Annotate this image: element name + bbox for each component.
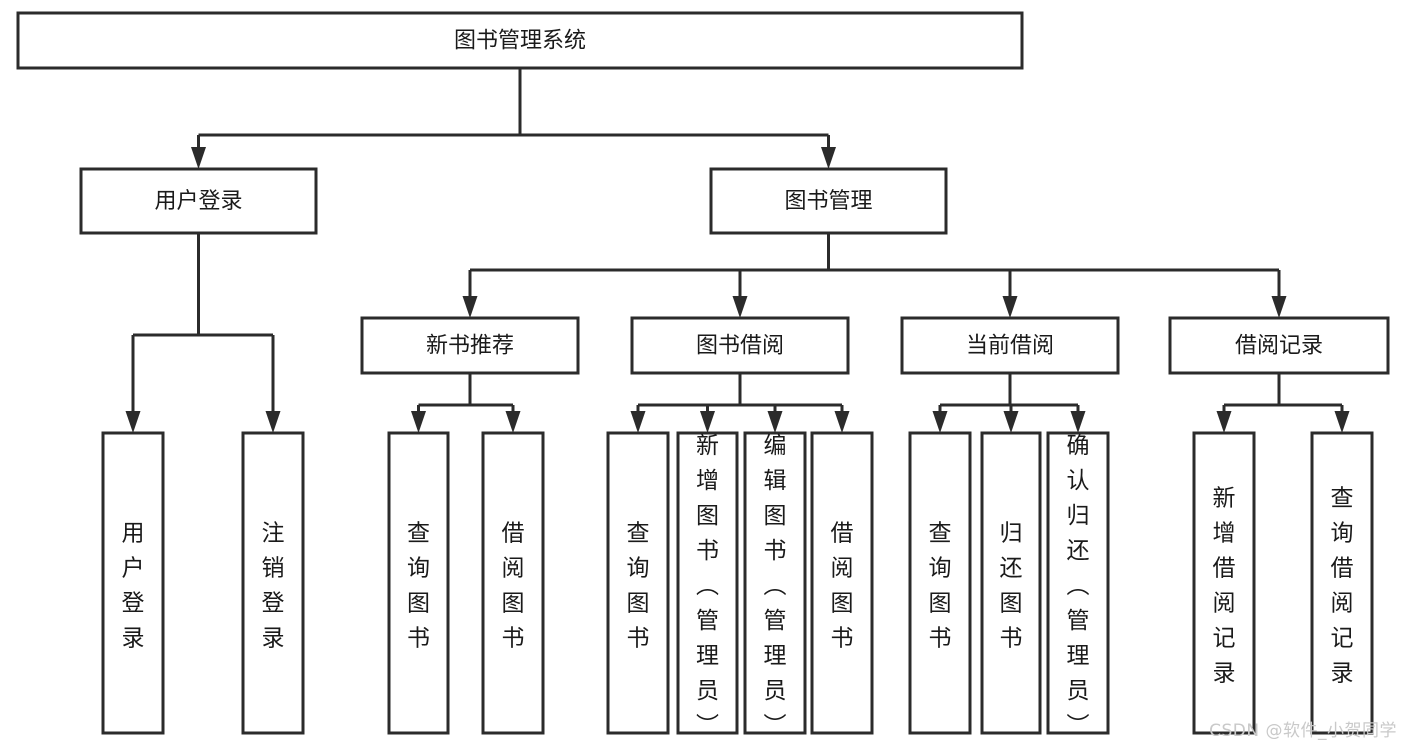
node-l2-login[interactable]: 用户登录 bbox=[79, 167, 318, 235]
node-l3-record[interactable]: 借阅记录 bbox=[1168, 316, 1390, 375]
node-label: 用户登录 bbox=[154, 189, 242, 214]
node-label: 图书借阅 bbox=[696, 334, 784, 359]
connector-group-l2-login bbox=[125, 233, 281, 433]
node-label: 图书管理系统 bbox=[454, 29, 586, 54]
node-l4-borrow-new[interactable]: 借阅图书 bbox=[481, 431, 545, 735]
node-label: 查询图书 bbox=[627, 520, 650, 651]
node-label: 当前借阅 bbox=[966, 334, 1054, 359]
node-box[interactable] bbox=[900, 316, 1120, 375]
node-label: 用户登录 bbox=[122, 520, 145, 651]
node-box[interactable] bbox=[1046, 431, 1110, 735]
arrow-head-icon bbox=[767, 411, 783, 433]
node-box[interactable] bbox=[908, 431, 972, 735]
arrow-head-icon bbox=[191, 147, 206, 169]
connector-group-l2-bookmgmt bbox=[462, 233, 1287, 318]
arrow-head-icon bbox=[125, 411, 141, 433]
node-label: 查询借阅记录 bbox=[1331, 485, 1354, 686]
arrow-head-icon bbox=[821, 147, 836, 169]
node-label: 新书推荐 bbox=[426, 334, 514, 359]
node-l4-confirm-c[interactable]: 确认归还︵管理员︶ bbox=[1046, 431, 1110, 739]
node-l4-query-c[interactable]: 查询图书 bbox=[908, 431, 972, 735]
node-box[interactable] bbox=[810, 431, 874, 735]
node-box[interactable] bbox=[360, 316, 580, 375]
connector-group-l3-borrow bbox=[630, 373, 850, 433]
node-l3-newbook[interactable]: 新书推荐 bbox=[360, 316, 580, 375]
node-box[interactable] bbox=[709, 167, 948, 235]
arrow-head-icon bbox=[932, 411, 948, 433]
node-box[interactable] bbox=[743, 431, 807, 735]
node-l4-query-b[interactable]: 查询图书 bbox=[606, 431, 670, 735]
node-l4-add-rec[interactable]: 新增借阅记录 bbox=[1192, 431, 1256, 735]
node-label: 查询图书 bbox=[929, 520, 952, 651]
node-box[interactable] bbox=[606, 431, 670, 735]
node-l3-borrow[interactable]: 图书借阅 bbox=[630, 316, 850, 375]
node-root[interactable]: 图书管理系统 bbox=[16, 11, 1024, 70]
connector-group-root bbox=[191, 68, 836, 169]
node-box[interactable] bbox=[1168, 316, 1390, 375]
arrow-head-icon bbox=[1070, 411, 1086, 433]
node-box[interactable] bbox=[101, 431, 165, 735]
arrow-head-icon bbox=[1271, 296, 1287, 318]
node-box[interactable] bbox=[980, 431, 1042, 735]
node-l3-current[interactable]: 当前借阅 bbox=[900, 316, 1120, 375]
node-label: 确认归还︵管理员︶ bbox=[1067, 433, 1090, 739]
node-box[interactable] bbox=[676, 431, 739, 735]
node-box[interactable] bbox=[241, 431, 305, 735]
arrow-head-icon bbox=[265, 411, 281, 433]
node-label: 编辑图书︵管理员︶ bbox=[764, 433, 787, 739]
arrow-head-icon bbox=[700, 411, 715, 433]
node-label: 归还图书 bbox=[1000, 520, 1023, 651]
node-l4-borrow-b[interactable]: 借阅图书 bbox=[810, 431, 874, 735]
node-l4-query-new[interactable]: 查询图书 bbox=[387, 431, 450, 735]
node-l2-bookmgmt[interactable]: 图书管理 bbox=[709, 167, 948, 235]
connector-group-l3-current bbox=[932, 373, 1086, 433]
node-label: 借阅图书 bbox=[831, 520, 854, 651]
node-box[interactable] bbox=[1192, 431, 1256, 735]
node-box[interactable] bbox=[387, 431, 450, 735]
node-box[interactable] bbox=[481, 431, 545, 735]
node-label: 新增借阅记录 bbox=[1213, 485, 1236, 686]
arrow-head-icon bbox=[1002, 296, 1018, 318]
connector-group-l3-newbook bbox=[411, 373, 521, 433]
node-label: 注销登录 bbox=[262, 520, 285, 651]
arrow-head-icon bbox=[834, 411, 850, 433]
connector-layer bbox=[125, 68, 1350, 433]
arrow-head-icon bbox=[1334, 411, 1350, 433]
node-l4-query-rec[interactable]: 查询借阅记录 bbox=[1310, 431, 1374, 735]
connector-group-l3-record bbox=[1216, 373, 1350, 433]
node-l4-userlogin[interactable]: 用户登录 bbox=[101, 431, 165, 735]
node-box[interactable] bbox=[1310, 431, 1374, 735]
node-box[interactable] bbox=[79, 167, 318, 235]
arrow-head-icon bbox=[732, 296, 748, 318]
node-l4-logout[interactable]: 注销登录 bbox=[241, 431, 305, 735]
node-label: 借阅图书 bbox=[502, 520, 525, 651]
arrow-head-icon bbox=[1216, 411, 1232, 433]
arrow-head-icon bbox=[1003, 411, 1019, 433]
node-label: 图书管理 bbox=[784, 189, 872, 214]
node-l4-edit-b[interactable]: 编辑图书︵管理员︶ bbox=[743, 431, 807, 739]
node-layer: 图书管理系统用户登录图书管理新书推荐图书借阅当前借阅借阅记录用户登录注销登录查询… bbox=[16, 11, 1390, 739]
node-l4-add-b[interactable]: 新增图书︵管理员︶ bbox=[676, 431, 739, 739]
node-label: 新增图书︵管理员︶ bbox=[696, 433, 719, 739]
node-box[interactable] bbox=[16, 11, 1024, 70]
arrow-head-icon bbox=[630, 411, 646, 433]
node-label: 借阅记录 bbox=[1235, 334, 1323, 359]
node-l4-return-c[interactable]: 归还图书 bbox=[980, 431, 1042, 735]
arrow-head-icon bbox=[411, 411, 426, 433]
arrow-head-icon bbox=[462, 296, 478, 318]
node-label: 查询图书 bbox=[407, 520, 430, 651]
node-box[interactable] bbox=[630, 316, 850, 375]
arrow-head-icon bbox=[505, 411, 521, 433]
